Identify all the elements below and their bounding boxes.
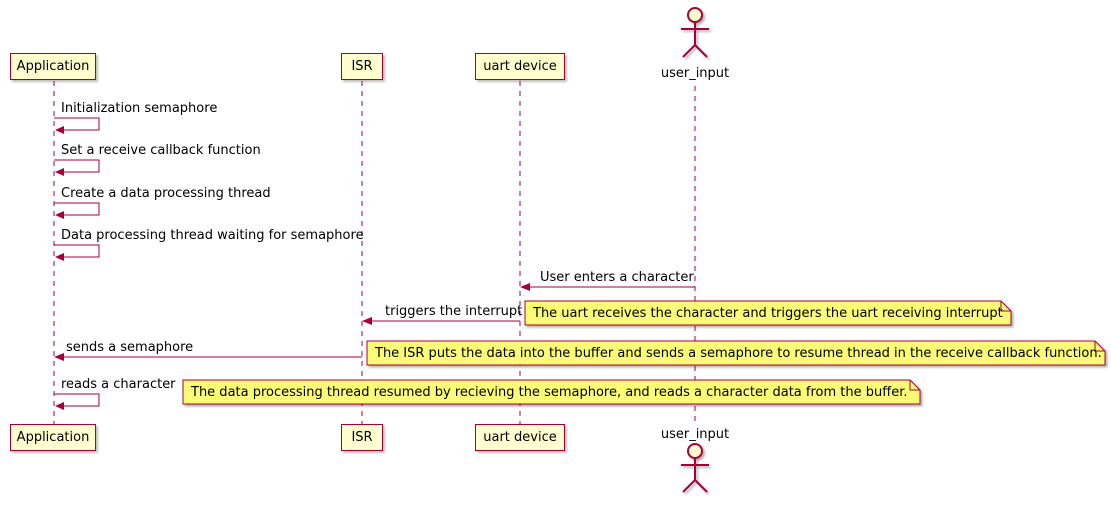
message-arrow-isr-to-application bbox=[54, 353, 362, 361]
note-uart-interrupt bbox=[524, 300, 1012, 326]
self-message-arrow-4 bbox=[54, 244, 100, 261]
participant-box-application-top: Application bbox=[10, 53, 96, 80]
participant-label: ISR bbox=[351, 430, 373, 445]
participant-label: ISR bbox=[351, 59, 373, 74]
message-label-7: sends a semaphore bbox=[66, 340, 194, 355]
message-label-3: Create a data processing thread bbox=[61, 186, 271, 201]
message-label-4: Data processing thread waiting for semap… bbox=[61, 228, 364, 243]
message-arrow-uart-to-isr bbox=[362, 317, 520, 325]
participant-label: Application bbox=[16, 430, 90, 445]
actor-head bbox=[687, 7, 703, 23]
actor-body bbox=[681, 22, 709, 58]
note-text-2: The ISR puts the data into the buffer an… bbox=[375, 346, 1102, 361]
message-label-8: reads a character bbox=[61, 377, 176, 392]
participant-box-uart-device-top: uart device bbox=[475, 53, 565, 80]
participant-label: Application bbox=[16, 59, 90, 74]
participant-box-application-bottom: Application bbox=[10, 424, 96, 451]
participant-label: uart device bbox=[483, 59, 557, 74]
message-label-5: User enters a character bbox=[540, 270, 694, 285]
user-actor-icon-bottom bbox=[681, 443, 709, 493]
message-label-1: Initialization semaphore bbox=[61, 101, 218, 116]
actor-label-bottom: user_input bbox=[660, 427, 730, 442]
note-read-buffer bbox=[182, 379, 921, 405]
message-label-2: Set a receive callback function bbox=[61, 143, 261, 158]
user-actor-icon-top bbox=[681, 7, 709, 58]
self-message-arrow-2 bbox=[54, 159, 100, 176]
message-arrow-user-to-uart bbox=[520, 283, 695, 291]
participant-box-isr-top: ISR bbox=[341, 53, 383, 80]
actor-label-top: user_input bbox=[660, 66, 730, 81]
self-message-arrow-1 bbox=[54, 117, 100, 134]
self-message-arrow-3 bbox=[54, 202, 100, 219]
actor-head bbox=[687, 443, 703, 459]
actor-body bbox=[681, 458, 709, 493]
participant-box-isr-bottom: ISR bbox=[341, 424, 383, 451]
self-message-arrow-8 bbox=[54, 393, 100, 410]
note-text-3: The data processing thread resumed by re… bbox=[191, 385, 908, 400]
participant-box-uart-device-bottom: uart device bbox=[475, 424, 565, 451]
note-isr-semaphore bbox=[366, 340, 1106, 366]
note-text-1: The uart receives the character and trig… bbox=[533, 306, 1003, 321]
message-label-6: triggers the interrupt bbox=[385, 304, 523, 319]
participant-label: uart device bbox=[483, 430, 557, 445]
